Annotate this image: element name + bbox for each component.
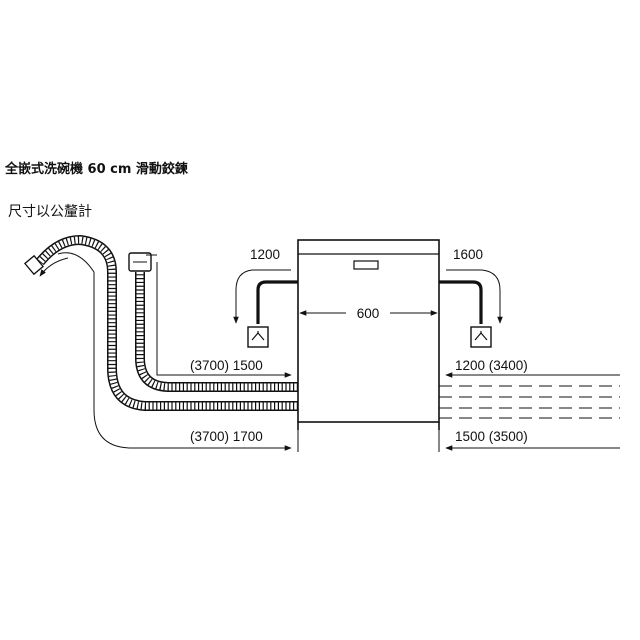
tap-icon [247,326,269,348]
dim-width: 600 [357,306,380,321]
right-hose-dimensions: 1200 (3400) 1500 (3500) [438,358,620,452]
width-dimension: 600 [299,306,438,321]
dim-right-middle: 1200 (3400) [455,358,528,373]
right-water-connection: 1600 [439,247,503,348]
page-title: 全嵌式洗碗機 60 cm 滑動鉸鍊 [5,162,188,177]
drain-hose-inner [128,252,298,392]
dim-left-bottom: (3700) 1700 [190,429,263,444]
dim-right-top: 1600 [453,247,483,262]
dishwasher-outline [297,239,440,430]
dim-right-bottom: 1500 (3500) [455,429,528,444]
dim-left-top: 1200 [250,247,280,262]
left-hose-dimensions: (3700) 1500 (3700) 1700 [39,252,299,452]
left-water-connection: 1200 [233,247,298,348]
units-note: 尺寸以公釐計 [8,204,92,220]
drain-hose-outer [23,234,298,411]
tap-icon [470,326,492,348]
dim-left-middle: (3700) 1500 [190,358,263,373]
